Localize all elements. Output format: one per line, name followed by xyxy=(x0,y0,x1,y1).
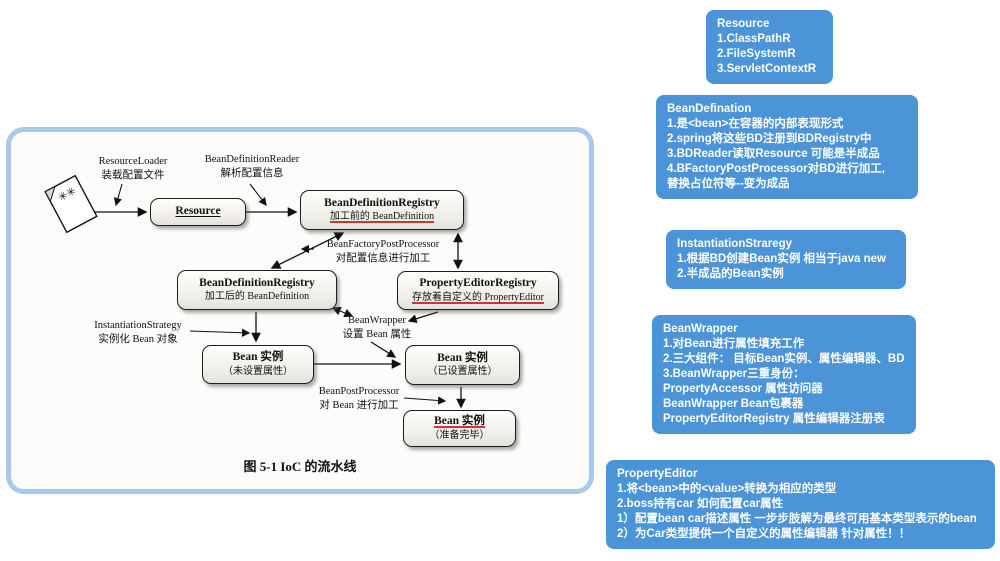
node-resource-title: Resource xyxy=(175,205,221,218)
note-propertyeditor-title: PropertyEditor xyxy=(617,468,698,480)
node-per-subtitle: 存放着自定义的 PropertyEditor xyxy=(412,291,544,303)
note-beandefination: BeanDefination 1.是<bean>在容器的内部表现形式 2.spr… xyxy=(656,95,918,199)
label-resourceloader-cn: 装载配置文件 xyxy=(101,169,165,181)
label-instantiationstrategy-en: InstantiationStrategy xyxy=(94,320,182,331)
node-propertyeditorregistry: PropertyEditorRegistry 存放着自定义的 PropertyE… xyxy=(397,271,559,310)
note-instantiationstraregy-title: InstantiationStraregy xyxy=(677,238,793,250)
note-line: 2.半成品的Bean实例 xyxy=(677,267,784,280)
note-line: 1.将<bean>中的<value>转换为相应的类型 xyxy=(617,482,837,495)
label-beanpostprocessor: BeanPostProcessor 对 Bean 进行加工 xyxy=(311,385,407,412)
note-line: 1.ClassPathR xyxy=(717,32,791,45)
node-bean-unset-l2: （未设置属性） xyxy=(223,365,293,377)
note-line: 1）配置bean car描述属性 一步步肢解为最终可用基本类型表示的bean xyxy=(617,512,977,525)
pointer-instantiationstrategy xyxy=(189,328,251,337)
note-line: 2.boss持有car 如何配置car属性 xyxy=(617,497,784,510)
note-line: 2.spring将这些BD注册到BDRegistry中 xyxy=(667,132,872,145)
note-beanwrapper-title: BeanWrapper xyxy=(663,323,738,335)
node-bean-ready: Bean 实例 （准备完毕） xyxy=(403,410,516,447)
label-resourceloader: ResourceLoader 装载配置文件 xyxy=(75,155,191,182)
pointer-beanpostprocessor xyxy=(403,396,447,405)
note-line: 2.FileSystemR xyxy=(717,47,796,60)
node-resource: Resource xyxy=(150,198,246,226)
node-bean-set: Bean 实例 （已设置属性） xyxy=(405,345,520,385)
diagram-connectors: ✳✳ xyxy=(44,174,466,409)
note-line: 2）为Car类型提供一个自定义的属性编辑器 针对属性！！ xyxy=(617,527,911,540)
note-line: 3.BeanWrapper三重身份： xyxy=(663,367,805,380)
node-bdr-before-subtitle: 加工前的 BeanDefinition xyxy=(329,211,435,223)
note-resource: Resource 1.ClassPathR 2.FileSystemR 3.Se… xyxy=(706,10,833,84)
node-per-title: PropertyEditorRegistry xyxy=(419,277,537,290)
arrow-wrapper-registry xyxy=(331,306,354,318)
node-bean-unset-l1: Bean 实例 xyxy=(232,351,284,364)
note-line: 1.根据BD创建Bean实例 相当于java new xyxy=(677,252,886,265)
note-beandefination-title: BeanDefination xyxy=(667,103,752,115)
node-bdr-after-title: BeanDefinitionRegistry xyxy=(199,276,315,289)
pointer-beandefinitionreader xyxy=(249,183,267,206)
note-beanwrapper: BeanWrapper 1.对Bean进行属性填充工作 2.三大组件： 目标Be… xyxy=(652,315,916,434)
note-line: PropertyEditorRegistry 属性编辑器注册表 xyxy=(663,412,885,425)
label-beandefinitionreader-cn: 解析配置信息 xyxy=(220,167,284,179)
note-line: 2.三大组件： 目标Bean实例、属性编辑器、BD xyxy=(663,352,905,365)
node-beandefinitionregistry-before: BeanDefinitionRegistry 加工前的 BeanDefiniti… xyxy=(300,190,464,230)
label-beanpostprocessor-cn: 对 Bean 进行加工 xyxy=(319,399,399,411)
node-bean-set-l2: （已设置属性） xyxy=(427,366,498,378)
label-resourceloader-en: ResourceLoader xyxy=(98,156,168,167)
label-instantiationstrategy: InstantiationStrategy 实例化 Bean 对象 xyxy=(83,319,193,346)
label-beanfactorypostprocessor-en: BeanFactoryPostProcessor xyxy=(326,239,440,250)
label-beanwrapper-cn: 设置 Bean 属性 xyxy=(342,328,412,340)
label-beandefinitionreader: BeanDefinitionReader 解析配置信息 xyxy=(189,153,315,180)
note-line: 替换占位符等--变为成品 xyxy=(667,177,790,190)
label-beandefinitionreader-en: BeanDefinitionReader xyxy=(204,154,300,165)
note-line: BeanWrapper Bean包裹器 xyxy=(663,397,804,410)
note-line: 3.BDReader读取Resource 可能是半成品 xyxy=(667,147,880,160)
ioc-diagram-frame: ✳✳ Resource xyxy=(6,127,594,494)
arrow-wrapper-to-beanset xyxy=(370,341,397,358)
note-line: 1.是<bean>在容器的内部表现形式 xyxy=(667,117,844,130)
label-beanfactorypostprocessor-cn: 对配置信息进行加工 xyxy=(335,252,431,264)
note-propertyeditor: PropertyEditor 1.将<bean>中的<value>转换为相应的类… xyxy=(606,460,995,549)
node-beandefinitionregistry-after: BeanDefinitionRegistry 加工后的 BeanDefiniti… xyxy=(177,270,337,310)
note-line: PropertyAccessor 属性访问器 xyxy=(663,382,823,395)
arrow-per-wrapper xyxy=(407,311,439,324)
config-file-icon: ✳✳ xyxy=(44,174,98,234)
label-beanwrapper: BeanWrapper 设置 Bean 属性 xyxy=(327,314,427,341)
note-line: 1.对Bean进行属性填充工作 xyxy=(663,337,805,350)
figure-caption: 图 5-1 IoC 的流水线 xyxy=(243,459,357,474)
label-beanfactorypostprocessor: BeanFactoryPostProcessor 对配置信息进行加工 xyxy=(311,238,455,265)
node-bean-ready-l2: （准备完毕） xyxy=(429,429,490,441)
node-bdr-before-title: BeanDefinitionRegistry xyxy=(324,196,440,209)
node-bdr-after-subtitle: 加工后的 BeanDefinition xyxy=(204,291,310,303)
pointer-resourceloader xyxy=(113,183,123,207)
note-instantiationstraregy: InstantiationStraregy 1.根据BD创建Bean实例 相当于… xyxy=(666,230,906,289)
node-bean-unset: Bean 实例 （未设置属性） xyxy=(202,345,314,384)
label-instantiationstrategy-cn: 实例化 Bean 对象 xyxy=(98,333,178,345)
note-line: 4.BFactoryPostProcessor对BD进行加工, xyxy=(667,162,885,175)
node-bean-ready-l1: Bean 实例 xyxy=(434,415,485,428)
note-line: 3.ServletContextR xyxy=(717,62,817,75)
node-bean-set-l1: Bean 实例 xyxy=(437,351,488,364)
label-beanpostprocessor-en: BeanPostProcessor xyxy=(318,386,400,397)
note-resource-title: Resource xyxy=(717,18,770,30)
label-beanwrapper-en: BeanWrapper xyxy=(348,315,406,326)
